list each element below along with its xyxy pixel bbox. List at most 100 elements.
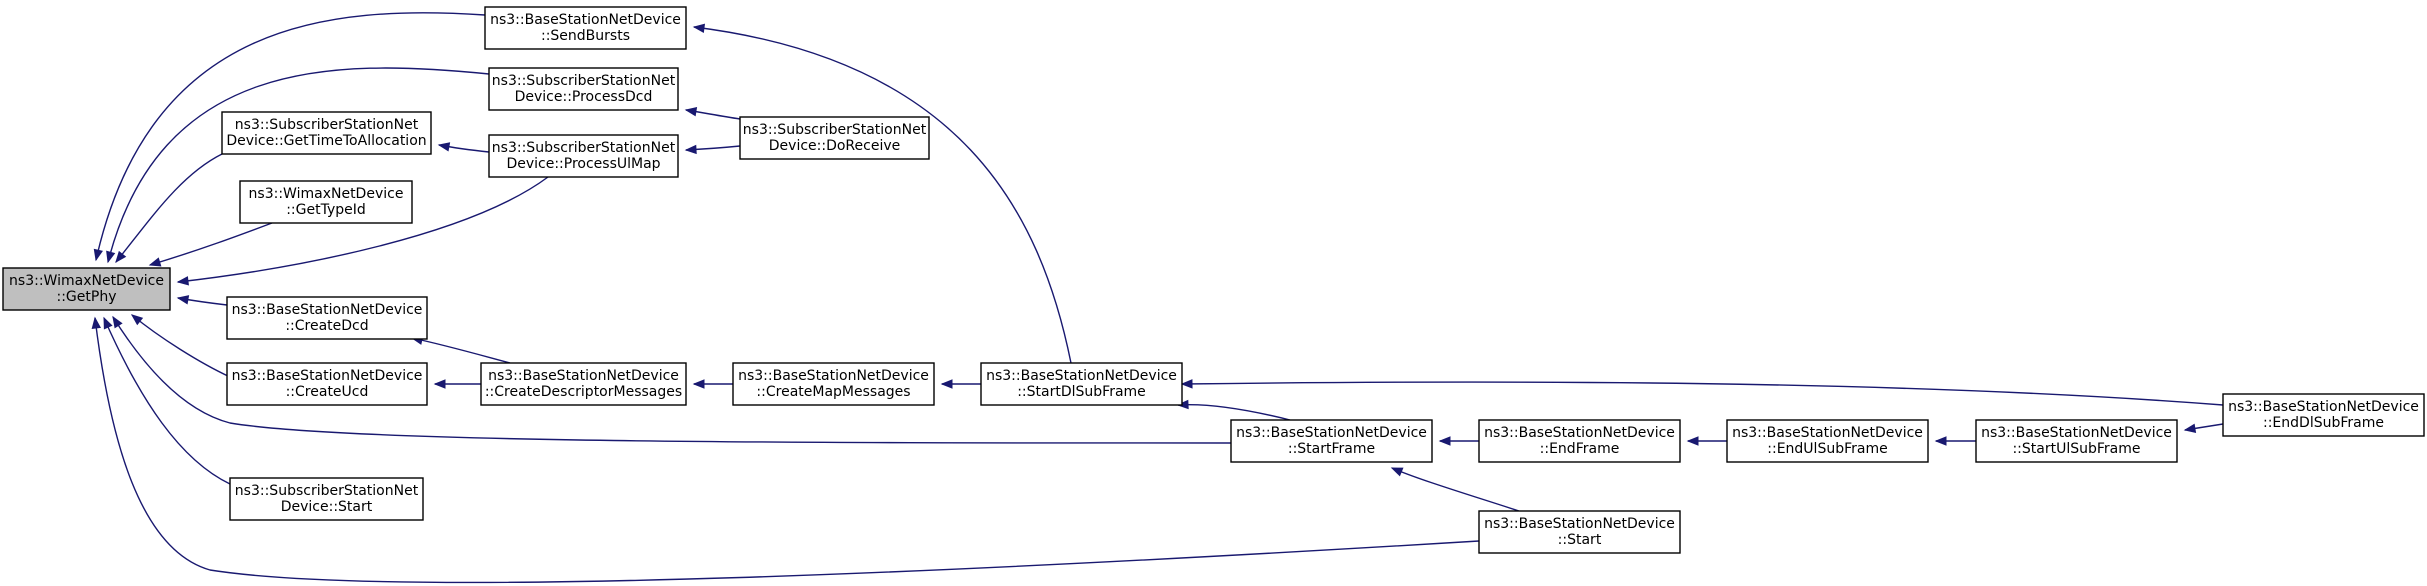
- node-createmapmessages[interactable]: ns3::BaseStationNetDevice::CreateMapMess…: [732, 362, 935, 406]
- node-label-line: ns3::BaseStationNetDevice: [488, 368, 679, 384]
- node-box: [239, 180, 413, 224]
- arrowhead-icon: [940, 379, 953, 389]
- node-label-line: ::StartDlSubFrame: [1017, 384, 1146, 400]
- node-label-line: ns3::BaseStationNetDevice: [232, 368, 423, 384]
- node-label-line: ns3::BaseStationNetDevice: [1981, 425, 2172, 441]
- node-label-line: ns3::BaseStationNetDevice: [986, 368, 1177, 384]
- node-label-line: ::EndFrame: [1540, 441, 1620, 457]
- arrowhead-icon: [130, 314, 144, 326]
- edge-line: [149, 222, 273, 266]
- edge-enddlsubframe-to-startdlsubframe: [1180, 379, 2224, 406]
- arrowhead-icon: [148, 257, 162, 267]
- node-box: [1478, 510, 1681, 554]
- arrowhead-icon: [91, 316, 102, 330]
- node-gettimetoallocation[interactable]: ns3::SubscriberStationNetDevice::GetTime…: [221, 111, 432, 155]
- node-enddlsubframe[interactable]: ns3::BaseStationNetDevice::EndDlSubFrame: [2222, 393, 2425, 437]
- node-box: [980, 362, 1183, 406]
- node-box: [739, 116, 930, 160]
- node-sendbursts[interactable]: ns3::BaseStationNetDevice::SendBursts: [484, 6, 687, 50]
- node-createdcd[interactable]: ns3::BaseStationNetDevice::CreateDcd: [226, 296, 428, 340]
- node-startframe[interactable]: ns3::BaseStationNetDevice::StartFrame: [1230, 419, 1433, 463]
- node-box: [229, 477, 424, 521]
- arrowhead-icon: [103, 316, 113, 330]
- node-doreceive[interactable]: ns3::SubscriberStationNetDevice::DoRecei…: [739, 116, 930, 160]
- edge-line: [411, 337, 511, 364]
- arrowhead-icon: [106, 250, 116, 264]
- node-createdescriptormessages[interactable]: ns3::BaseStationNetDevice::CreateDescrip…: [480, 362, 687, 406]
- edge-bsstart-to-startframe: [1390, 467, 1520, 512]
- node-label-line: Device::Start: [281, 499, 373, 515]
- edge-line: [94, 317, 1480, 584]
- arrowhead-icon: [112, 315, 123, 329]
- edge-line: [1391, 467, 1520, 512]
- arrowhead-icon: [1176, 399, 1189, 410]
- node-label-line: ::CreateDescriptorMessages: [485, 384, 682, 400]
- node-processulmap[interactable]: ns3::SubscriberStationNetDevice::Process…: [488, 134, 679, 178]
- node-label-line: ns3::SubscriberStationNet: [492, 73, 676, 89]
- node-label-line: ::StartUlSubFrame: [2012, 441, 2140, 457]
- edge-line: [177, 176, 549, 283]
- arrowhead-icon: [1438, 436, 1451, 446]
- edge-line: [1181, 381, 2224, 406]
- edge-sendbursts-to-getphy: [93, 12, 486, 262]
- edge-processulmap-to-gettimetoallocation: [437, 142, 490, 153]
- edge-startulsubframe-to-endulsubframe: [1934, 436, 1976, 446]
- arrowhead-icon: [2183, 423, 2197, 433]
- node-bsstart[interactable]: ns3::BaseStationNetDevice::Start: [1478, 510, 1681, 554]
- edge-line: [115, 153, 223, 263]
- node-getphy[interactable]: ns3::WimaxNetDevice::GetPhy: [2, 267, 171, 311]
- node-box: [732, 362, 935, 406]
- node-processdcd[interactable]: ns3::SubscriberStationNetDevice::Process…: [488, 67, 679, 111]
- node-endulsubframe[interactable]: ns3::BaseStationNetDevice::EndUlSubFrame: [1726, 419, 1929, 463]
- edge-doreceive-to-processulmap: [684, 144, 741, 155]
- edge-gettimetoallocation-to-getphy: [115, 153, 223, 264]
- node-label-line: ::CreateUcd: [286, 384, 369, 400]
- node-label-line: Device::DoReceive: [769, 138, 900, 154]
- node-label-line: ns3::SubscriberStationNet: [492, 140, 676, 156]
- arrowhead-icon: [1390, 467, 1404, 477]
- node-label-line: ns3::SubscriberStationNet: [743, 122, 927, 138]
- node-label-line: ns3::SubscriberStationNet: [235, 483, 419, 499]
- arrowhead-icon: [1934, 436, 1947, 446]
- edge-processulmap-to-getphy: [176, 176, 549, 286]
- node-label-line: ns3::BaseStationNetDevice: [1236, 425, 1427, 441]
- node-label-line: ::Start: [1558, 532, 1602, 548]
- node-label-line: ns3::WimaxNetDevice: [9, 273, 164, 289]
- node-startulsubframe[interactable]: ns3::BaseStationNetDevice::StartUlSubFra…: [1975, 419, 2178, 463]
- node-label-line: ::GetTypeId: [286, 202, 366, 218]
- node-startdlsubframe[interactable]: ns3::BaseStationNetDevice::StartDlSubFra…: [980, 362, 1183, 406]
- node-label-line: ::SendBursts: [541, 28, 630, 44]
- edge-processdcd-to-getphy: [106, 67, 490, 264]
- edges-layer: [91, 12, 2224, 584]
- edge-createmapmessages-to-createdescriptormessages: [692, 379, 734, 389]
- arrowhead-icon: [1686, 436, 1699, 446]
- node-box: [1230, 419, 1433, 463]
- node-endframe[interactable]: ns3::BaseStationNetDevice::EndFrame: [1478, 419, 1681, 463]
- node-label-line: ::CreateDcd: [285, 318, 368, 334]
- edge-enddlsubframe-to-startulsubframe: [2183, 423, 2224, 433]
- node-box: [1478, 419, 1681, 463]
- edge-bsstart-to-getphy: [91, 316, 1480, 584]
- edge-gettypeid-to-getphy: [148, 222, 273, 267]
- node-label-line: Device::ProcessUlMap: [506, 156, 660, 172]
- node-label-line: Device::ProcessDcd: [515, 89, 653, 105]
- edge-createdescriptormessages-to-createdcd: [410, 335, 511, 364]
- edge-endulsubframe-to-endframe: [1686, 436, 1727, 446]
- node-box: [480, 362, 687, 406]
- edge-line: [1177, 403, 1291, 421]
- node-box: [226, 296, 428, 340]
- edge-line: [103, 317, 231, 485]
- edge-doreceive-to-processdcd: [684, 106, 741, 120]
- edge-line: [112, 316, 1232, 444]
- node-label-line: ns3::WimaxNetDevice: [249, 186, 404, 202]
- edge-endframe-to-startframe: [1438, 436, 1479, 446]
- node-label-line: ns3::SubscriberStationNet: [235, 117, 419, 133]
- node-createucd[interactable]: ns3::BaseStationNetDevice::CreateUcd: [226, 362, 428, 406]
- node-gettypeid[interactable]: ns3::WimaxNetDevice::GetTypeId: [239, 180, 413, 224]
- edge-startdlsubframe-to-sendbursts: [692, 23, 1072, 364]
- node-label-line: ::EndUlSubFrame: [1767, 441, 1887, 457]
- edge-startframe-to-getphy: [112, 315, 1232, 444]
- edge-ssstart-to-getphy: [103, 316, 231, 485]
